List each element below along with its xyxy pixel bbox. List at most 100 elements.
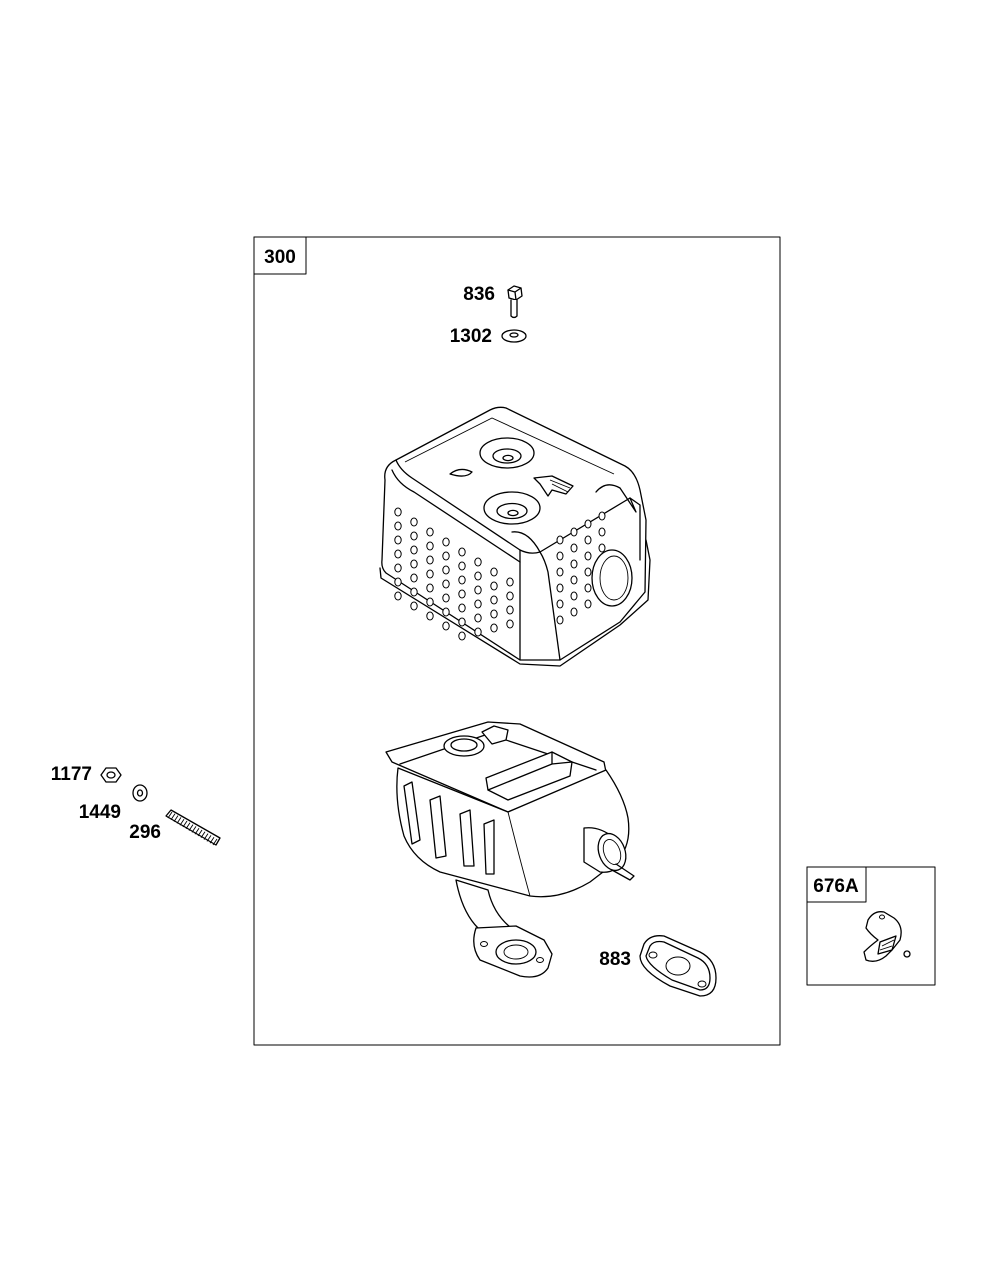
label-836: 836 bbox=[463, 284, 495, 305]
bolt-836-icon bbox=[507, 285, 523, 319]
perforation-hole bbox=[458, 561, 466, 571]
perforation-hole bbox=[426, 569, 434, 579]
kit-676a-box: 676A bbox=[806, 866, 936, 986]
label-1302: 1302 bbox=[450, 326, 492, 347]
perforation-hole bbox=[598, 543, 606, 553]
perforation-hole bbox=[410, 601, 418, 611]
perforation-hole bbox=[584, 599, 592, 609]
label-1449: 1449 bbox=[79, 802, 121, 823]
perforation-hole bbox=[426, 597, 434, 607]
stud-thread bbox=[167, 811, 173, 819]
guard-perforations bbox=[394, 507, 514, 641]
perforation-hole bbox=[584, 567, 592, 577]
perforation-hole bbox=[490, 581, 498, 591]
perforation-hole bbox=[426, 611, 434, 621]
stud-thread bbox=[203, 833, 209, 840]
perforation-hole bbox=[490, 567, 498, 577]
perforation-hole bbox=[442, 565, 450, 575]
perforation-hole bbox=[410, 517, 418, 527]
perforation-hole bbox=[570, 527, 578, 537]
perforation-hole bbox=[426, 527, 434, 537]
perforation-hole bbox=[556, 615, 564, 625]
perforation-hole bbox=[474, 557, 482, 567]
perforation-hole bbox=[556, 599, 564, 609]
perforation-hole bbox=[474, 613, 482, 623]
perforation-hole bbox=[426, 541, 434, 551]
muffler-icon bbox=[385, 721, 635, 978]
stud-thread bbox=[206, 835, 212, 842]
stud-thread bbox=[182, 820, 188, 828]
washer-1449-icon bbox=[132, 784, 148, 802]
perforation-hole bbox=[570, 543, 578, 553]
kit-300-box: 300 bbox=[253, 236, 781, 1046]
stud-thread bbox=[170, 813, 176, 821]
label-1177: 1177 bbox=[51, 764, 92, 785]
perforation-hole bbox=[584, 551, 592, 561]
perforation-hole bbox=[426, 555, 434, 565]
stud-thread bbox=[194, 827, 200, 835]
perforation-hole bbox=[394, 507, 402, 517]
perforation-hole bbox=[584, 519, 592, 529]
stud-296-icon bbox=[165, 809, 221, 846]
perforation-hole bbox=[556, 567, 564, 577]
stud-thread bbox=[173, 815, 179, 822]
perforation-hole bbox=[556, 551, 564, 561]
bracket-676a-icon bbox=[863, 911, 911, 962]
perforation-hole bbox=[584, 535, 592, 545]
gasket-883-icon bbox=[639, 935, 717, 997]
perforation-hole bbox=[442, 607, 450, 617]
perforation-hole bbox=[490, 623, 498, 633]
perforation-hole bbox=[570, 559, 578, 569]
perforation-hole bbox=[598, 527, 606, 537]
perforation-hole bbox=[410, 531, 418, 541]
stud-thread bbox=[188, 824, 194, 831]
stud-thread bbox=[197, 829, 203, 837]
perforation-hole bbox=[570, 591, 578, 601]
washer-1302-icon bbox=[501, 329, 527, 343]
perforation-hole bbox=[394, 577, 402, 587]
perforation-hole bbox=[458, 631, 466, 641]
stud-thread bbox=[200, 831, 206, 839]
perforation-hole bbox=[570, 607, 578, 617]
perforation-hole bbox=[556, 583, 564, 593]
perforation-hole bbox=[474, 627, 482, 637]
perforation-hole bbox=[442, 537, 450, 547]
perforation-hole bbox=[598, 511, 606, 521]
perforation-hole bbox=[442, 621, 450, 631]
nut-1177-icon bbox=[100, 767, 122, 783]
stud-thread bbox=[185, 822, 191, 830]
perforation-hole bbox=[458, 603, 466, 613]
perforation-hole bbox=[474, 585, 482, 595]
perforation-hole bbox=[506, 605, 514, 615]
kit-300-label: 300 bbox=[264, 247, 296, 268]
perforation-hole bbox=[410, 573, 418, 583]
stud-thread bbox=[176, 817, 182, 824]
perforation-hole bbox=[506, 591, 514, 601]
perforation-hole bbox=[394, 591, 402, 601]
perforation-hole bbox=[394, 521, 402, 531]
stud-thread bbox=[191, 826, 197, 833]
perforation-hole bbox=[474, 571, 482, 581]
muffler-guard-icon bbox=[379, 406, 651, 667]
guard-side-perforations bbox=[556, 511, 606, 625]
perforation-hole bbox=[570, 575, 578, 585]
stud-thread bbox=[209, 836, 215, 844]
perforation-hole bbox=[458, 547, 466, 557]
perforation-hole bbox=[442, 579, 450, 589]
perforation-hole bbox=[394, 549, 402, 559]
kit-676a-label: 676A bbox=[813, 876, 859, 897]
perforation-hole bbox=[410, 587, 418, 597]
perforation-hole bbox=[394, 563, 402, 573]
label-296: 296 bbox=[129, 822, 161, 843]
perforation-hole bbox=[394, 535, 402, 545]
perforation-hole bbox=[584, 583, 592, 593]
label-883: 883 bbox=[599, 949, 631, 970]
perforation-hole bbox=[474, 599, 482, 609]
perforation-hole bbox=[410, 559, 418, 569]
perforation-hole bbox=[506, 619, 514, 629]
stud-thread bbox=[179, 818, 185, 826]
perforation-hole bbox=[490, 609, 498, 619]
perforation-hole bbox=[410, 545, 418, 555]
